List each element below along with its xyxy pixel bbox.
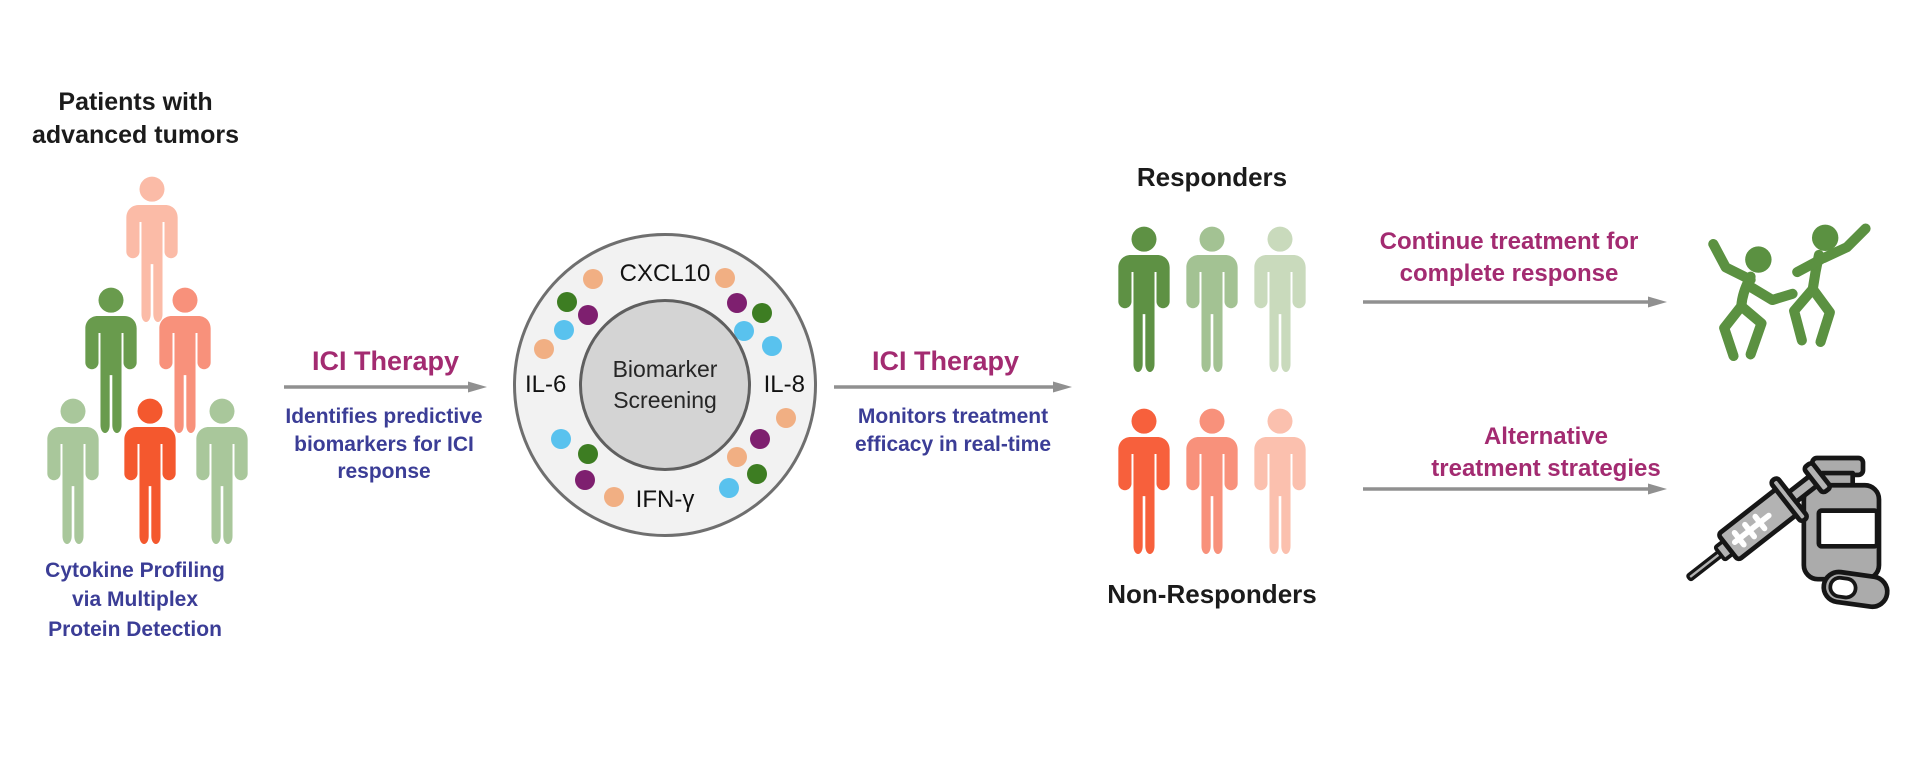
patient-person-icon: [117, 398, 183, 548]
cytokine-dot-purple: [577, 304, 598, 325]
patient-person-icon: [152, 287, 218, 437]
cytokine-dot-green: [751, 303, 772, 324]
patients-title: Patients with advanced tumors: [31, 88, 239, 149]
responder-person-icon: [1111, 226, 1177, 376]
biomarker-wheel: Biomarker Screening CXCL10 IL-6 IL-8 IFN…: [513, 233, 817, 537]
wheel-label-il6: IL-6: [525, 371, 567, 398]
step2-description: Monitors treatment efficacy in real-time: [854, 405, 1052, 456]
responder-person-icon: [1179, 226, 1245, 376]
patient-person-icon: [189, 398, 255, 548]
flow-arrow-right-icon: [833, 379, 1073, 395]
flow-arrow-right-icon: [1362, 481, 1668, 497]
cytokine-dot-purple: [750, 428, 771, 449]
step2-label: ICI Therapy: [871, 346, 1020, 376]
cytokine-dot-blue: [719, 477, 740, 498]
step1-description: Identifies predictive biomarkers for ICI…: [285, 405, 483, 484]
wheel-label-cxcl10: CXCL10: [619, 260, 711, 287]
non-responder-person-icon: [1179, 408, 1245, 558]
cytokine-dot-green: [577, 443, 598, 464]
patient-person-icon: [78, 287, 144, 437]
non-responder-person-icon: [1111, 408, 1177, 558]
outcome-responders-label: Continue treatment for complete response: [1379, 228, 1639, 287]
cytokine-dot-purple: [726, 293, 747, 314]
outcome-non-responders-label: Alternative treatment strategies: [1431, 423, 1661, 482]
flow-arrow-right-icon: [1362, 294, 1668, 310]
wheel-label-il8: IL-8: [763, 371, 805, 398]
cytokine-dot-blue: [762, 336, 783, 357]
non-responders-title: Non-Responders: [1107, 579, 1317, 609]
cytokine-dot-blue: [553, 319, 574, 340]
cytokine-dot-blue: [550, 428, 571, 449]
cytokine-dot-peach: [726, 446, 747, 467]
patients-caption: Cytokine Profiling via Multiplex Protein…: [45, 559, 225, 641]
patient-person-icon: [40, 398, 106, 548]
dancing-people-icon: [1690, 200, 1892, 386]
patient-person-icon: [119, 176, 185, 326]
biomarker-screening-core: Biomarker Screening: [579, 299, 751, 471]
cytokine-dot-peach: [583, 269, 604, 290]
non-responder-person-icon: [1247, 408, 1313, 558]
flow-arrow-right-icon: [283, 379, 488, 395]
cytokine-dot-peach: [775, 407, 796, 428]
cytokine-dot-green: [556, 291, 577, 312]
cytokine-dot-green: [747, 464, 768, 485]
step1-label: ICI Therapy: [311, 346, 460, 376]
cytokine-dot-peach: [534, 339, 555, 360]
responders-title: Responders: [1136, 162, 1288, 192]
wheel-label-ifng: IFN-γ: [635, 486, 695, 513]
cytokine-dot-peach: [604, 486, 625, 507]
responder-person-icon: [1247, 226, 1313, 376]
cytokine-dot-peach: [714, 267, 735, 288]
cytokine-dot-blue: [733, 321, 754, 342]
syringe-and-medicine-icon: [1678, 420, 1894, 620]
cytokine-dot-purple: [574, 470, 595, 491]
